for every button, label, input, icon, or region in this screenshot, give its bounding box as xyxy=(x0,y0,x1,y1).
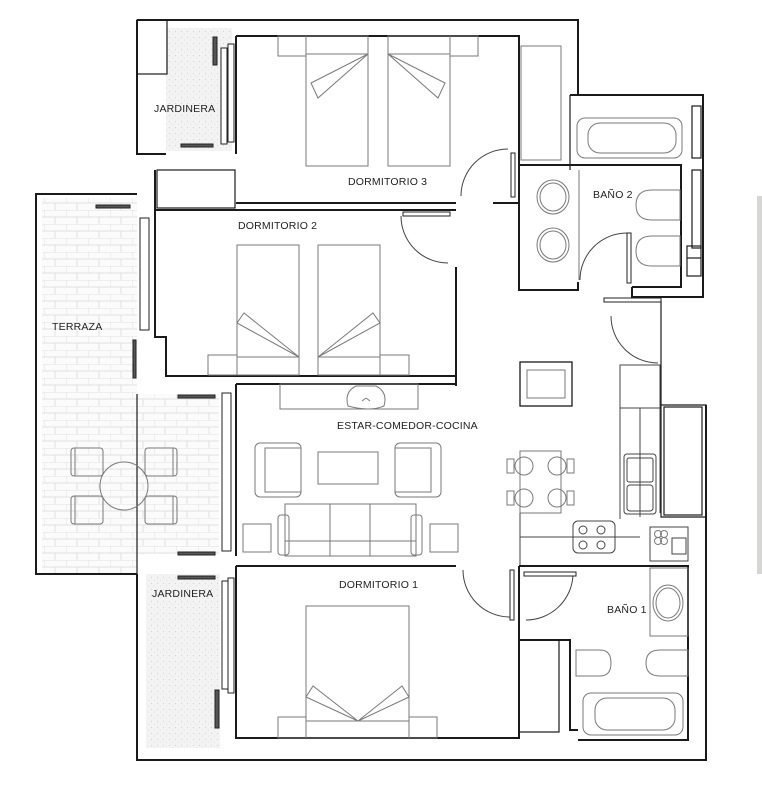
living-dining-kitchen xyxy=(221,297,707,567)
bathroom-1 xyxy=(518,20,707,761)
label-dormitorio-1: DORMITORIO 1 xyxy=(339,579,419,591)
bedroom-1 xyxy=(227,566,520,739)
label-dormitorio-3: DORMITORIO 3 xyxy=(348,176,428,188)
label-jardinera-top: JARDINERA xyxy=(154,103,216,115)
label-terraza: TERRAZA xyxy=(52,321,103,333)
label-bano-1: BAÑO 1 xyxy=(607,604,647,616)
planter-bottom xyxy=(136,574,578,761)
bathroom-2 xyxy=(518,94,704,298)
label-dormitorio-2: DORMITORIO 2 xyxy=(238,220,318,232)
label-bano-2: BAÑO 2 xyxy=(593,189,633,201)
label-jardinera-bottom: JARDINERA xyxy=(152,588,214,600)
bedroom-2 xyxy=(139,169,457,377)
side-panel-edge xyxy=(757,196,762,574)
label-estar-comedor-cocina: ESTAR-COMEDOR-COCINA xyxy=(337,420,478,432)
terrace xyxy=(35,193,219,575)
planter-top xyxy=(136,19,236,155)
